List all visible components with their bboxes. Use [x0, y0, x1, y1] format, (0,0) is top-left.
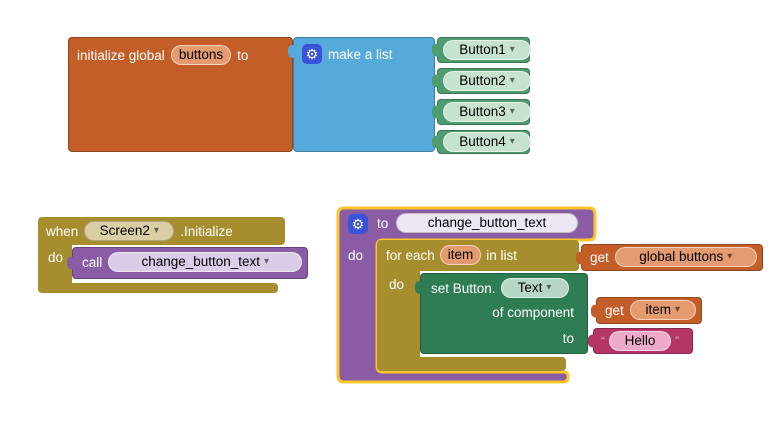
variable-dropdown[interactable]: item ▾ [629, 300, 696, 320]
component-dropdown[interactable]: Button2 ▾ [443, 71, 531, 91]
block-initialize-global[interactable]: initialize global buttons to [68, 37, 293, 152]
block-when-event-header[interactable]: when Screen2 ▾ .Initialize [38, 217, 285, 245]
variable-dropdown[interactable]: global buttons ▾ [614, 247, 757, 267]
in-list-label: in list [486, 247, 518, 263]
set-property-label: set Button. [431, 280, 496, 296]
for-each-label: for each [386, 247, 435, 263]
variable-name-field[interactable]: buttons [170, 45, 232, 65]
block-procedure-definition[interactable]: ⚙ to change_button_text do [336, 206, 598, 388]
event-name-label: .Initialize [180, 223, 233, 239]
close-quote-label: ” [675, 334, 679, 348]
block-component-button1[interactable]: Button1 ▾ [437, 37, 531, 63]
property-dropdown-text: Text [517, 280, 543, 295]
event-component-dropdown[interactable]: Screen2 ▾ [84, 221, 175, 241]
to-label: to [237, 47, 249, 63]
component-dropdown[interactable]: Button4 ▾ [443, 132, 531, 152]
block-when-event-footer[interactable] [38, 283, 278, 293]
when-label: when [46, 223, 79, 239]
component-dropdown-text: Button2 [459, 73, 506, 88]
dropdown-arrow-icon: ▾ [546, 282, 552, 293]
open-quote-label: “ [601, 334, 605, 348]
make-a-list-label: make a list [328, 46, 393, 62]
block-call-procedure[interactable]: call change_button_text ▾ [72, 247, 308, 279]
component-dropdown-text: Button1 [459, 42, 506, 57]
call-label: call [82, 254, 103, 270]
dropdown-arrow-icon: ▾ [509, 106, 515, 117]
procedure-dropdown-text: change_button_text [141, 254, 261, 269]
get-label: get [590, 249, 609, 265]
dropdown-arrow-icon: ▾ [727, 251, 733, 262]
mutator-gear-icon[interactable]: ⚙ [302, 44, 322, 64]
procedure-dropdown[interactable]: change_button_text ▾ [108, 252, 303, 272]
dropdown-arrow-icon: ▾ [675, 304, 681, 315]
procedure-name-text: change_button_text [427, 215, 547, 230]
block-for-each-header[interactable]: for each item in list [377, 240, 579, 271]
initialize-global-label: initialize global [77, 47, 165, 63]
do-label: do [48, 250, 64, 265]
block-component-button2[interactable]: Button2 ▾ [437, 68, 531, 94]
to-label: to [562, 331, 574, 346]
block-component-button3[interactable]: Button3 ▾ [437, 99, 531, 125]
block-set-button-text[interactable]: set Button. Text ▾ of component to [415, 273, 588, 354]
component-dropdown-text: Button4 [459, 134, 506, 149]
dropdown-arrow-icon: ▾ [509, 136, 515, 147]
loop-variable-text: item [447, 247, 474, 262]
block-component-button4[interactable]: Button4 ▾ [437, 130, 531, 154]
property-dropdown[interactable]: Text ▾ [500, 278, 569, 298]
of-component-label: of component [492, 305, 574, 320]
procedure-name-field[interactable]: change_button_text [396, 213, 578, 233]
block-make-a-list[interactable]: ⚙ make a list [288, 37, 435, 152]
block-for-each-spine[interactable]: do [377, 271, 420, 357]
event-component-text: Screen2 [99, 223, 150, 238]
get-label: get [605, 302, 624, 318]
variable-name-text: buttons [178, 47, 224, 62]
component-dropdown[interactable]: Button1 ▾ [443, 40, 531, 60]
dropdown-arrow-icon: ▾ [264, 256, 270, 267]
block-for-each-footer[interactable] [377, 357, 566, 371]
component-dropdown-text: Button3 [459, 104, 506, 119]
loop-variable-field[interactable]: item [439, 245, 482, 265]
block-get-global-buttons[interactable]: get global buttons ▾ [581, 244, 763, 271]
block-get-item[interactable]: get item ▾ [596, 297, 702, 324]
block-text-string[interactable]: “ Hello ” [593, 328, 693, 354]
do-label: do [348, 248, 364, 263]
dropdown-arrow-icon: ▾ [509, 44, 515, 55]
variable-dropdown-text: item [645, 302, 672, 317]
string-value-text: Hello [624, 333, 656, 348]
to-label: to [377, 216, 389, 231]
do-label: do [389, 277, 405, 292]
dropdown-arrow-icon: ▾ [509, 75, 515, 86]
dropdown-arrow-icon: ▾ [153, 225, 159, 236]
variable-dropdown-text: global buttons [639, 249, 724, 264]
mutator-gear-icon[interactable]: ⚙ [348, 214, 368, 234]
string-value-field[interactable]: Hello [609, 331, 671, 351]
component-dropdown[interactable]: Button3 ▾ [443, 102, 531, 122]
